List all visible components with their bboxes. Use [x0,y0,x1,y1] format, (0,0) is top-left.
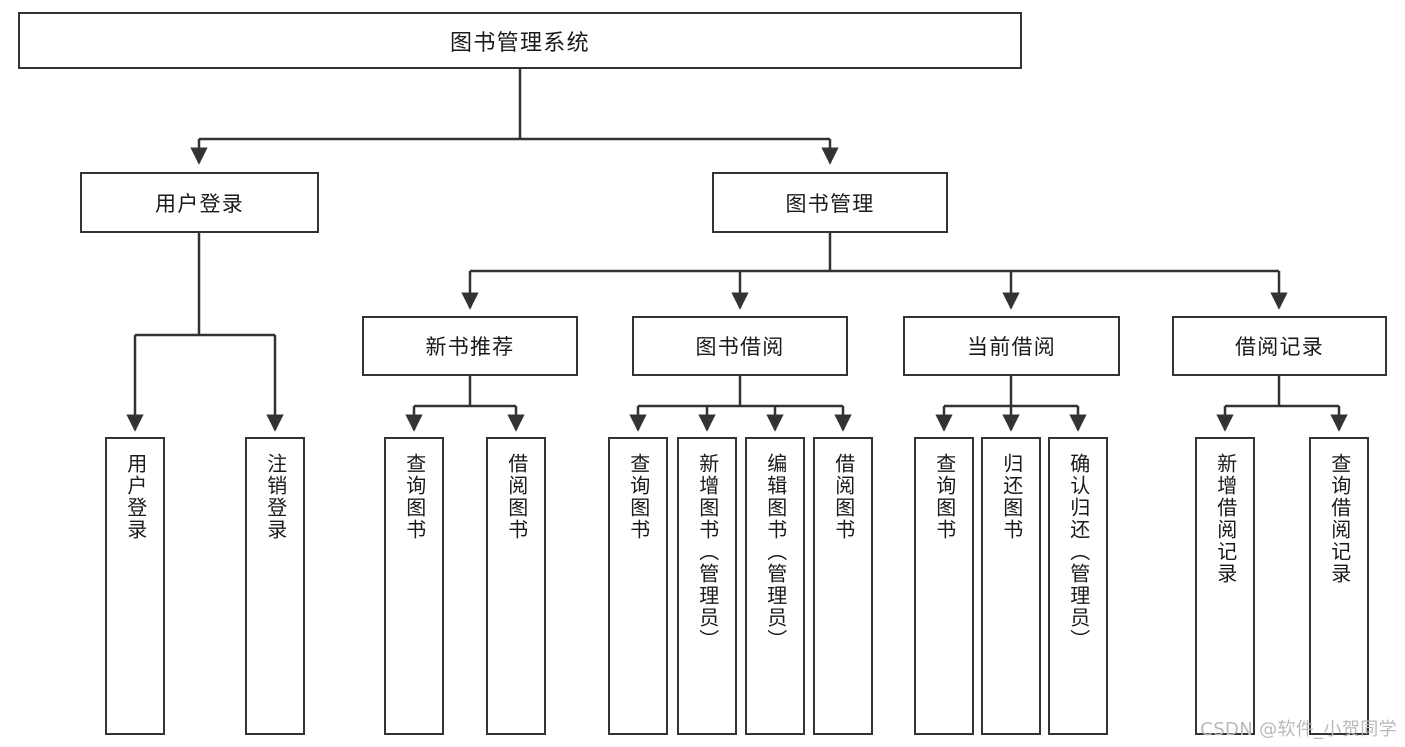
node-label: 新增图书（管理员） [695,453,720,651]
leaf-borrow-book-1[interactable]: 借阅图书 [486,437,546,735]
node-label: 当前借阅 [966,335,1057,359]
node-label: 用户登录 [154,191,245,216]
node-label: 查询图书 [932,453,957,541]
node-label: 注销登录 [263,453,288,541]
node-label: 确认归还（管理员） [1066,453,1091,651]
watermark-text: CSDN @软件_小贺同学 [1200,719,1397,740]
leaf-query-book-2[interactable]: 查询图书 [608,437,668,735]
node-borrow-record[interactable]: 借阅记录 [1172,316,1387,376]
node-label: 借阅图书 [504,453,529,541]
node-user-login[interactable]: 用户登录 [80,172,319,233]
leaf-return-book[interactable]: 归还图书 [981,437,1041,735]
node-label: 新书推荐 [425,335,515,359]
node-label: 查询图书 [402,453,427,541]
node-label: 新增借阅记录 [1213,453,1238,585]
node-label: 归还图书 [999,453,1024,541]
leaf-logout[interactable]: 注销登录 [245,437,305,735]
node-label: 图书管理 [785,191,875,216]
leaf-add-book[interactable]: 新增图书（管理员） [677,437,737,735]
leaf-query-record[interactable]: 查询借阅记录 [1309,437,1369,735]
node-label: 借阅记录 [1234,335,1325,359]
leaf-user-login[interactable]: 用户登录 [105,437,165,735]
leaf-add-record[interactable]: 新增借阅记录 [1195,437,1255,735]
leaf-borrow-book-2[interactable]: 借阅图书 [813,437,873,735]
node-root-book-management-system[interactable]: 图书管理系统 [18,12,1022,69]
leaf-edit-book[interactable]: 编辑图书（管理员） [745,437,805,735]
node-current-borrow[interactable]: 当前借阅 [903,316,1120,376]
node-label: 用户登录 [123,453,148,541]
node-label: 编辑图书（管理员） [763,453,788,651]
node-label: 借阅图书 [831,453,856,541]
leaf-confirm-return[interactable]: 确认归还（管理员） [1048,437,1108,735]
node-book-manage[interactable]: 图书管理 [712,172,948,233]
node-label: 查询图书 [626,453,651,541]
node-book-borrow[interactable]: 图书借阅 [632,316,848,376]
node-label: 图书借阅 [695,335,785,359]
node-label: 查询借阅记录 [1327,453,1352,585]
node-new-book-recommend[interactable]: 新书推荐 [362,316,578,376]
leaf-query-book-3[interactable]: 查询图书 [914,437,974,735]
node-label: 图书管理系统 [450,30,590,56]
leaf-query-book-1[interactable]: 查询图书 [384,437,444,735]
